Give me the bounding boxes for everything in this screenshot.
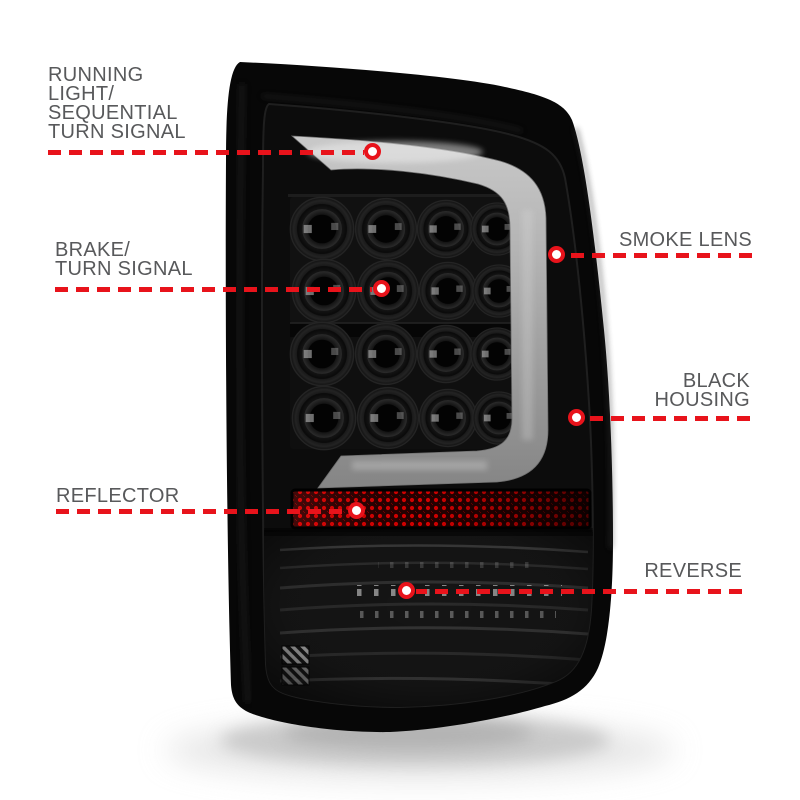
callout-dot-icon-reverse: [398, 582, 415, 599]
callout-dot-icon-running-light: [364, 143, 381, 160]
callout-label-brake: BRAKE/ TURN SIGNAL: [55, 239, 193, 280]
callout-label-reverse: REVERSE: [644, 560, 742, 582]
callout-dot-icon-brake: [373, 280, 390, 297]
callout-line-brake: [55, 287, 372, 292]
callout-label-reflector: REFLECTOR: [56, 485, 180, 507]
callout-line-black-housing: [586, 416, 750, 421]
callout-line-reverse: [416, 589, 742, 594]
callout-line-running-light: [48, 150, 364, 155]
callout-dot-icon-smoke-lens: [548, 246, 565, 263]
callout-label-running-light: RUNNING LIGHT/ SEQUENTIAL TURN SIGNAL: [48, 64, 186, 143]
callout-label-black-housing: BLACK HOUSING: [654, 370, 750, 411]
callout-line-smoke-lens: [566, 253, 752, 258]
callout-dot-icon-reflector: [348, 502, 365, 519]
callout-line-reflector: [56, 509, 348, 514]
callout-dot-icon-black-housing: [568, 409, 585, 426]
callout-label-smoke-lens: SMOKE LENS: [618, 229, 752, 251]
